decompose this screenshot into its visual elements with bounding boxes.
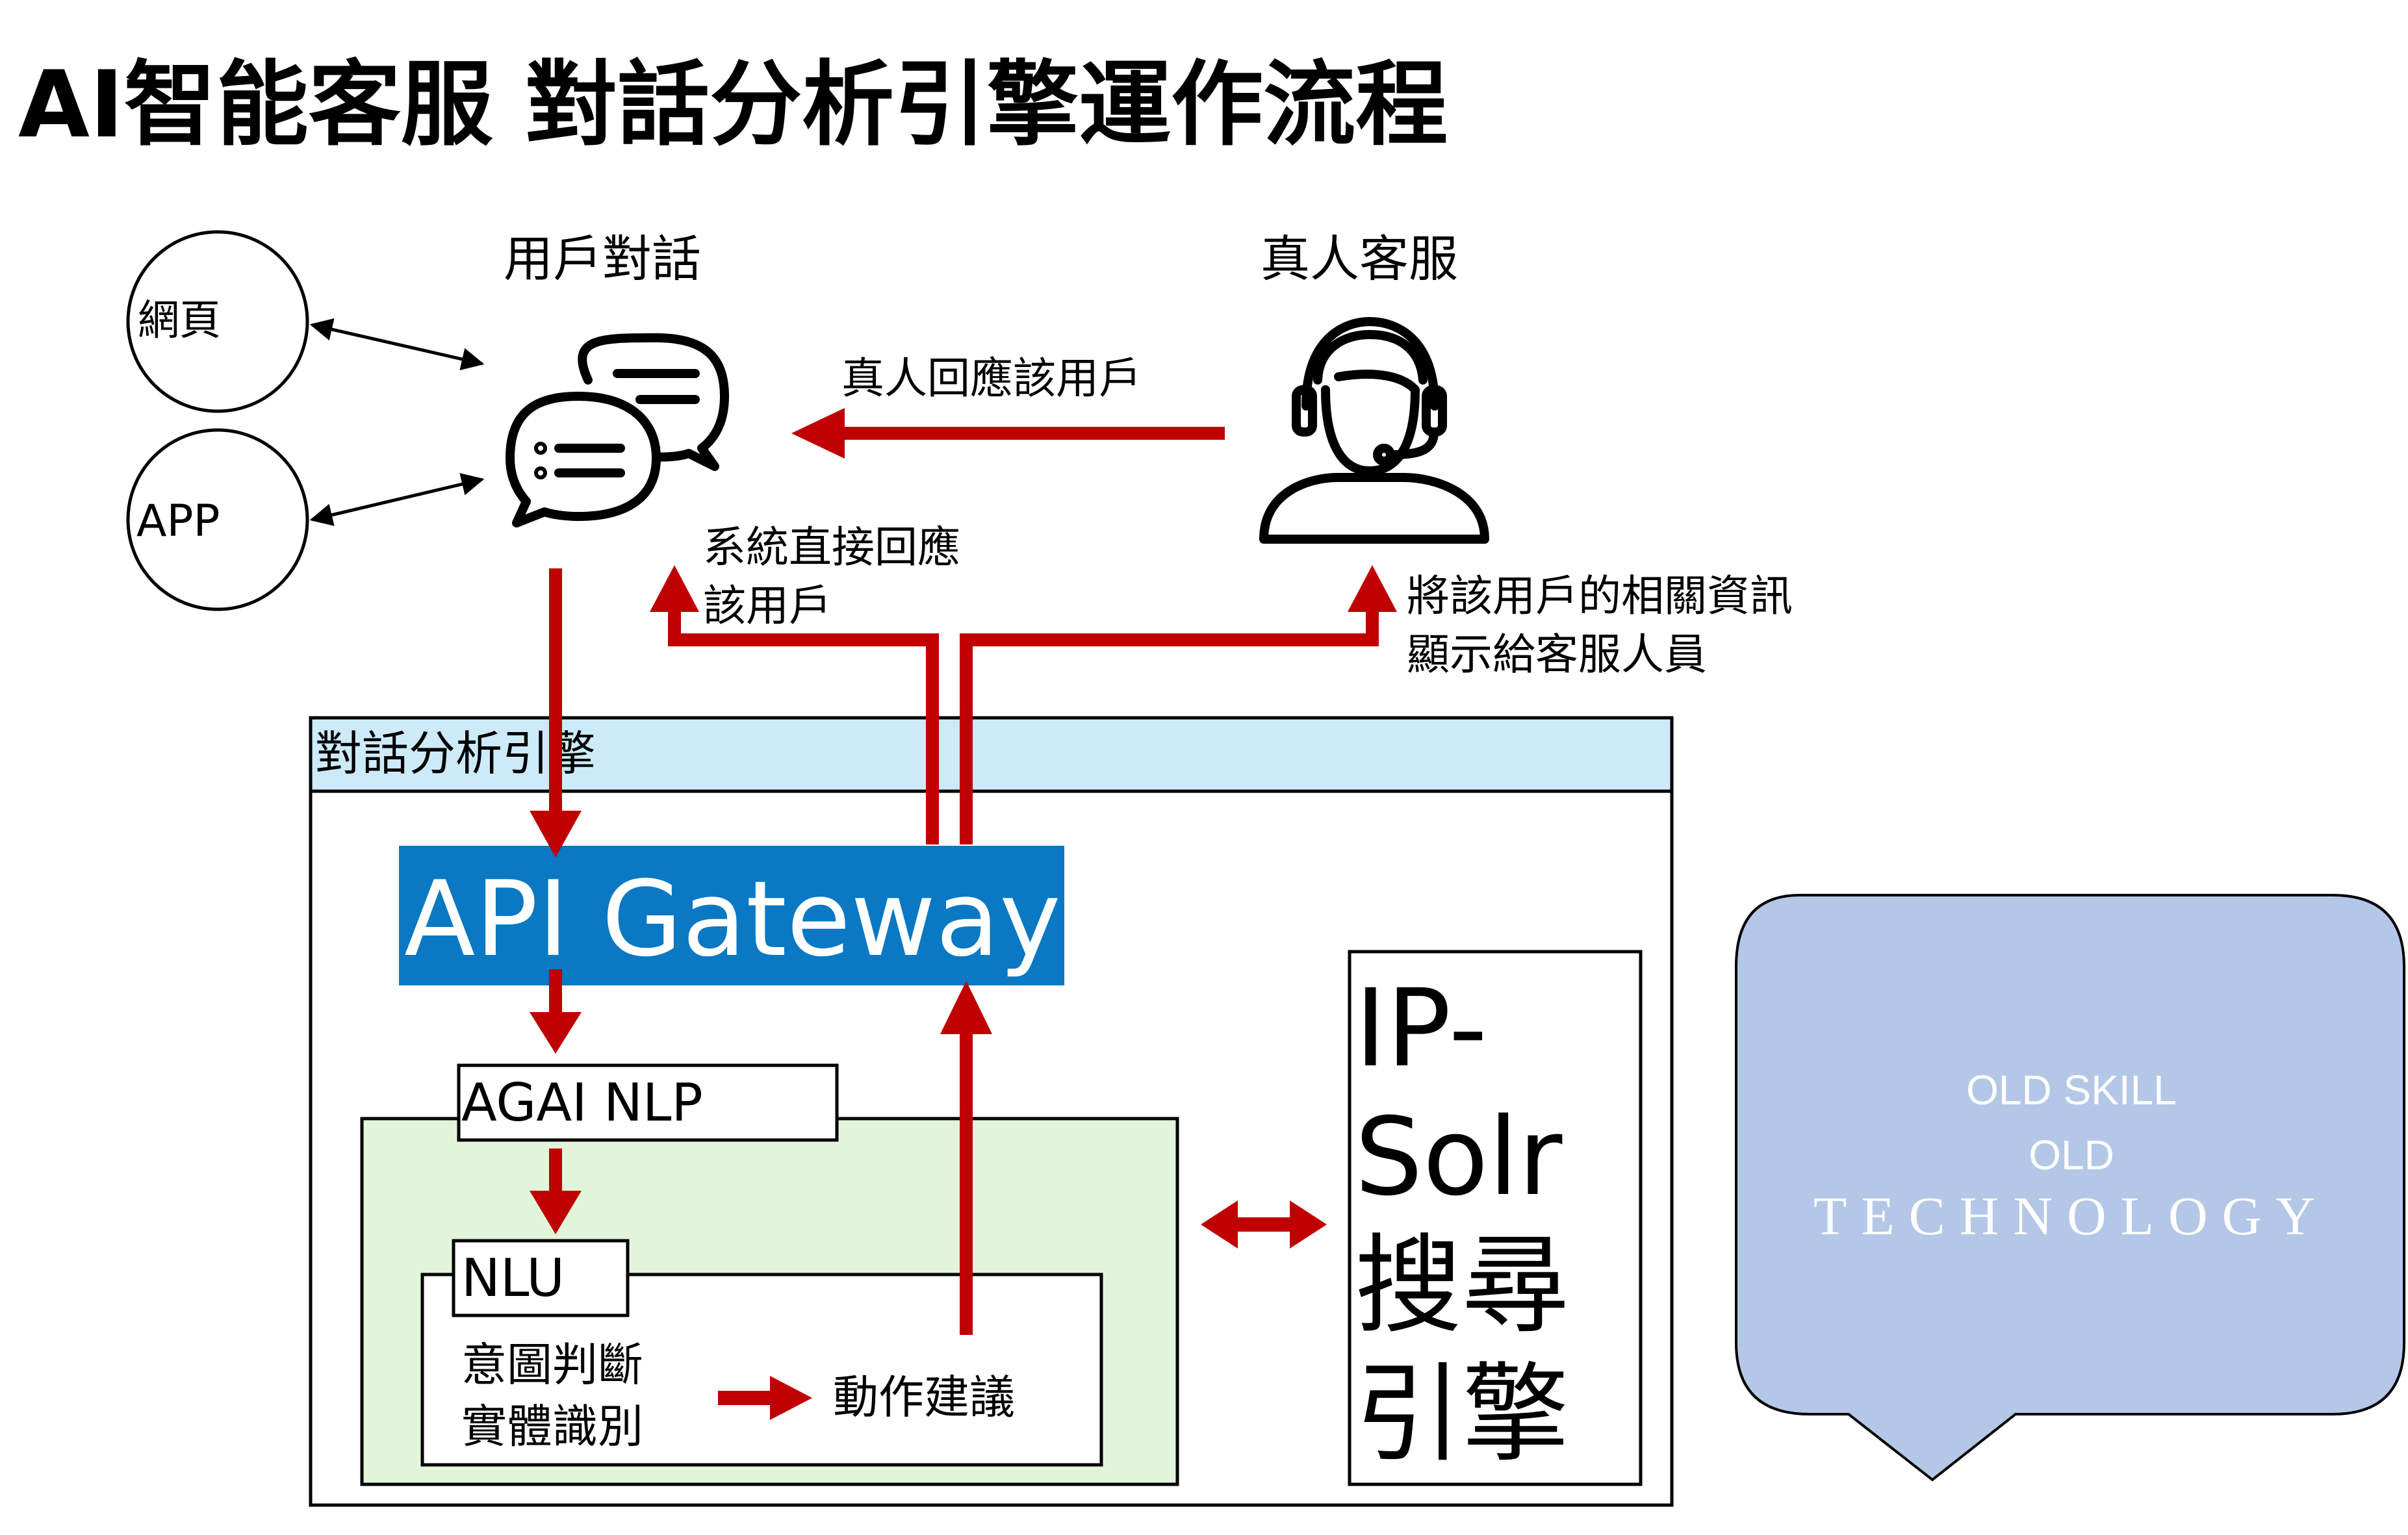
nlp-solr-arrow <box>1201 1200 1327 1249</box>
entity-label: 實體識別 <box>461 1400 643 1453</box>
app-label: APP <box>136 496 220 547</box>
page-title: AI智能客服 對話分析引擎運作流程 <box>18 51 1448 159</box>
callout-line3: TECHNOLOGY <box>1813 1186 2329 1247</box>
system-reply-label-line1: 系統直接回應 <box>703 522 960 572</box>
api-gateway-label: API Gateway <box>404 858 1061 980</box>
solr-label-line3: 搜尋 <box>1355 1223 1569 1348</box>
action-label: 動作建議 <box>833 1371 1015 1424</box>
nlu-label: NLU <box>461 1248 565 1308</box>
app-chat-arrow <box>309 473 485 526</box>
callout-line1: OLD SKILL <box>1966 1067 2177 1113</box>
solr-label-line2: Solr <box>1355 1095 1563 1219</box>
solr-search-engine-box: IP- Solr 搜尋 引擎 <box>1348 950 1643 1486</box>
human-reply-arrow <box>791 408 1225 459</box>
intent-label: 意圖判斷 <box>461 1338 643 1391</box>
system-reply-arrow <box>650 565 939 844</box>
engine-header <box>309 716 1674 793</box>
show-info-label-line2: 顯示給客服人員 <box>1407 629 1707 679</box>
app-node: APP <box>126 428 309 611</box>
intent-to-action-arrow <box>718 1376 812 1420</box>
action-to-gateway-arrow <box>940 981 992 1335</box>
agai-nlp-label: AGAI NLP <box>461 1072 703 1133</box>
web-node: 網頁 <box>126 230 309 413</box>
user-dialog-label: 用戶對話 <box>504 230 701 288</box>
system-reply-label-line2: 該用戶 <box>703 581 832 631</box>
show-info-label-line1: 將該用戶的相關資訊 <box>1407 571 1793 621</box>
dialog-to-gateway-arrow <box>530 568 582 857</box>
nlu-box: NLU <box>452 1239 630 1317</box>
api-gateway-box: API Gateway <box>399 846 1064 985</box>
solr-label-line4: 引擎 <box>1355 1352 1569 1477</box>
nlp-to-nlu-arrow <box>530 1148 582 1234</box>
show-info-arrow <box>960 565 1397 844</box>
web-chat-arrow <box>309 318 485 371</box>
gateway-to-nlp-arrow <box>530 969 582 1054</box>
human-reply-label: 真人回應該用戶 <box>841 353 1142 403</box>
agai-nlp-box: AGAI NLP <box>457 1063 839 1142</box>
human-agent-label: 真人客服 <box>1261 230 1458 288</box>
web-label: 網頁 <box>138 297 221 345</box>
old-technology-callout: OLD SKILL OLD TECHNOLOGY <box>1735 894 2405 1482</box>
solr-label-line1: IP- <box>1355 966 1487 1091</box>
callout-line2: OLD <box>2029 1132 2114 1178</box>
chat-bubbles-icon <box>506 333 729 527</box>
headset-agent-icon <box>1259 317 1489 544</box>
